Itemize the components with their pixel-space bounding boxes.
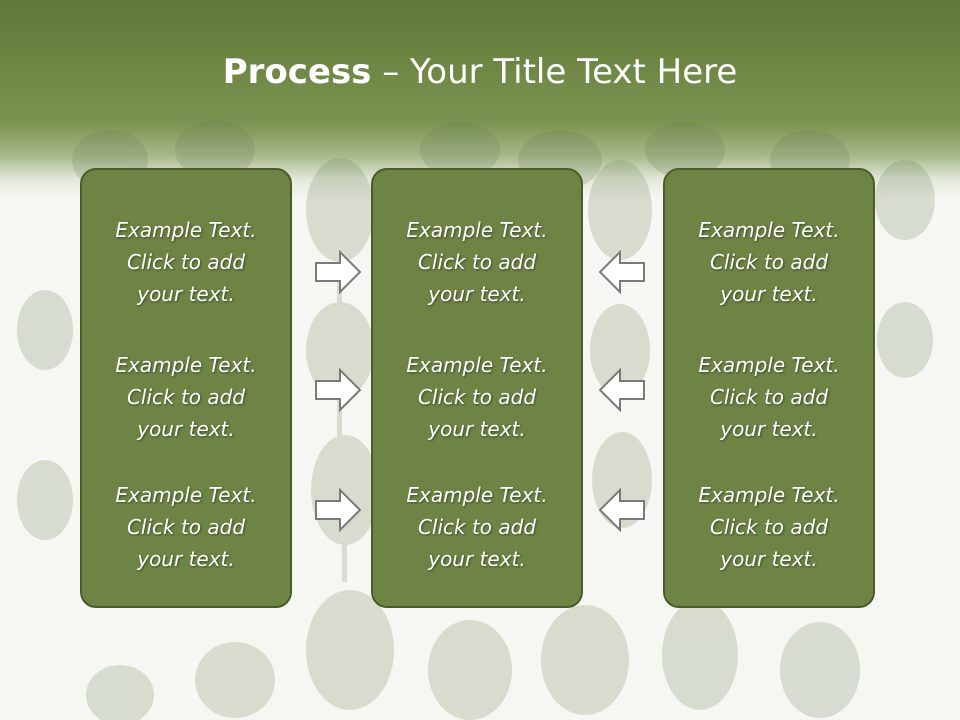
text-item[interactable]: Example Text. Click to add your text. — [698, 483, 840, 571]
arrow-left-icon — [598, 488, 645, 532]
text-item[interactable]: Example Text. Click to add your text. — [406, 218, 548, 306]
text-item[interactable]: Example Text. Click to add your text. — [698, 353, 840, 441]
text-item[interactable]: Example Text. Click to add your text. — [698, 218, 840, 306]
arrow-left-icon — [598, 250, 645, 294]
text-item[interactable]: Example Text. Click to add your text. — [406, 353, 548, 441]
title-bold: Process — [222, 52, 372, 92]
process-box-left[interactable]: Example Text. Click to add your text. Ex… — [80, 168, 292, 608]
arrow-right-icon — [315, 368, 362, 412]
text-item[interactable]: Example Text. Click to add your text. — [115, 218, 257, 306]
text-item[interactable]: Example Text. Click to add your text. — [115, 483, 257, 571]
page-title: Process – Your Title Text Here — [0, 52, 960, 92]
title-rest: – Your Title Text Here — [371, 52, 738, 92]
process-box-right[interactable]: Example Text. Click to add your text. Ex… — [663, 168, 875, 608]
process-box-center[interactable]: Example Text. Click to add your text. Ex… — [371, 168, 583, 608]
text-item[interactable]: Example Text. Click to add your text. — [406, 483, 548, 571]
arrow-left-icon — [598, 368, 645, 412]
arrow-right-icon — [315, 250, 362, 294]
arrow-right-icon — [315, 488, 362, 532]
text-item[interactable]: Example Text. Click to add your text. — [115, 353, 257, 441]
header-band — [0, 0, 960, 200]
